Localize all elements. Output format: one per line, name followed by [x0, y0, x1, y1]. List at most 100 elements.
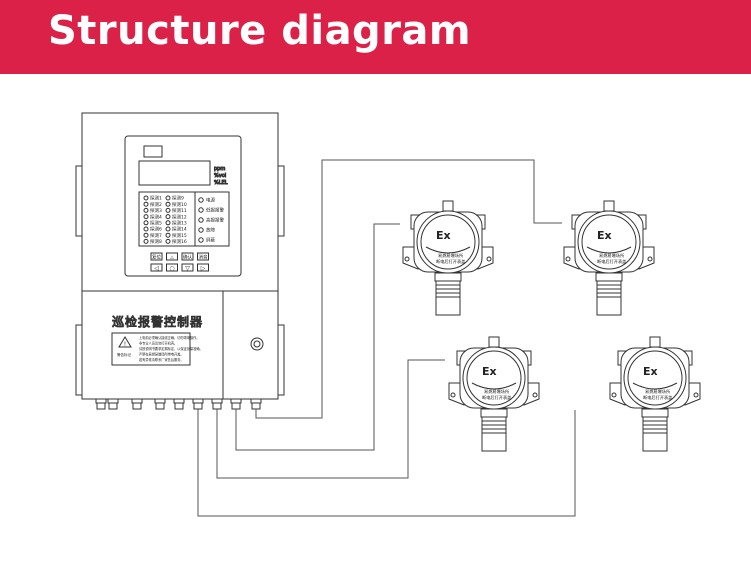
channel-led — [165, 201, 171, 207]
panel-buttons: 复位△确认消音◁○▽▷ — [150, 252, 209, 272]
warning-caption: 警告标记 — [117, 352, 131, 357]
panel-button[interactable] — [181, 252, 194, 261]
status-led — [198, 227, 204, 233]
lock-core — [253, 340, 261, 348]
nav-button[interactable] — [181, 263, 194, 272]
channel-label: 探测14 — [172, 226, 187, 233]
channel-label: 探测5 — [150, 220, 162, 227]
wire-to-detector-3 — [216, 359, 445, 479]
mount-hole-right — [532, 392, 538, 398]
detector-warning-line2: 断电后打开表盖 — [597, 258, 626, 265]
mount-hole-right — [693, 392, 699, 398]
product-label: 巡检报警控制器 — [112, 314, 203, 329]
sensor-collar — [434, 272, 462, 282]
exclamation-icon: ! — [124, 341, 126, 348]
warning-line: 若有异常请联系厂家售后服务。 — [139, 357, 184, 362]
panel-button-label: 确认 — [183, 254, 192, 261]
nav-button[interactable] — [197, 263, 209, 272]
top-plug — [603, 200, 615, 212]
channel-led — [165, 232, 171, 238]
sensor-collar — [480, 408, 508, 418]
indicator-window — [143, 145, 163, 158]
warning-line: 上电前必须确认接线正确，切勿带电操作。 — [139, 335, 200, 340]
detector-window — [581, 214, 637, 270]
cable-gland — [211, 398, 223, 410]
ex-mark: Ex — [597, 229, 612, 242]
nav-icon: ◁ — [154, 265, 159, 272]
detector-window — [420, 214, 476, 270]
status-label: 电源 — [206, 197, 215, 204]
panel-button[interactable] — [166, 252, 178, 261]
nav-icon: ○ — [169, 265, 174, 272]
channel-led — [143, 238, 149, 244]
wire-to-detector-2 — [255, 159, 562, 419]
panel-button[interactable] — [197, 252, 209, 261]
channel-label: 探测7 — [150, 232, 162, 239]
nav-icon: ▽ — [185, 265, 190, 272]
wire-to-detector-1 — [235, 223, 400, 451]
header-banner: Structure diagram — [0, 0, 751, 74]
cable-gland — [192, 398, 204, 410]
warning-text-lines: 上电前必须确认接线正确，切勿带电操作。非专业人员请勿打开机壳。请按说明书要求定期… — [139, 335, 203, 362]
cable-glands — [95, 398, 262, 410]
front-panel — [124, 135, 242, 277]
channel-label: 探测2 — [150, 201, 162, 208]
wiring — [197, 159, 576, 517]
detector-warning-line1: 易燃易爆场所 — [484, 388, 509, 395]
unit-lel: %LEL — [214, 180, 228, 186]
left-flange-bottom — [75, 324, 83, 396]
mount-hole-left — [450, 392, 456, 398]
channel-label: 探测16 — [172, 238, 187, 245]
warning-plate — [111, 332, 191, 366]
mount-hole-left — [611, 392, 617, 398]
cable-gland — [95, 398, 107, 410]
sensor-body — [435, 280, 461, 316]
nav-button[interactable] — [166, 263, 178, 272]
channel-led — [165, 214, 171, 220]
channel-led — [143, 226, 149, 232]
sensor-collar — [641, 408, 669, 418]
mount-hole-right — [486, 256, 492, 262]
status-led — [198, 207, 204, 213]
warning-line: 请按说明书要求定期标定，以保证测量准确。 — [139, 346, 203, 351]
status-label: 故障 — [206, 227, 215, 234]
panel-button-label: 复位 — [152, 254, 161, 261]
warning-triangle-icon — [118, 336, 132, 348]
nav-icon: ▷ — [201, 265, 206, 272]
right-flange-bottom — [277, 324, 285, 396]
detector-warning-line1: 易燃易爆场所 — [438, 252, 463, 259]
channel-led — [143, 195, 149, 201]
cover-arc — [586, 246, 632, 254]
channel-label: 探测15 — [172, 232, 187, 239]
sensor-body — [481, 416, 507, 452]
detectors: Ex易燃易爆场所断电后打开表盖Ex易燃易爆场所断电后打开表盖Ex易燃易爆场所断电… — [402, 200, 701, 452]
cable-gland — [107, 398, 119, 410]
panel-button[interactable] — [150, 252, 163, 261]
right-flange-top — [277, 165, 285, 237]
sensor-body — [596, 280, 622, 316]
channel-label: 探测12 — [172, 213, 187, 220]
ex-mark: Ex — [643, 365, 658, 378]
cable-gland — [250, 398, 262, 410]
top-plug — [488, 336, 500, 348]
channel-led — [165, 226, 171, 232]
channel-label: 探测9 — [172, 195, 184, 202]
detector-warning-line1: 易燃易爆场所 — [645, 388, 670, 395]
mount-hole-left — [565, 256, 571, 262]
controller-lower-body — [81, 290, 279, 400]
detector-window — [627, 350, 683, 406]
detector-warning-line2: 断电后打开表盖 — [643, 394, 672, 401]
status-label: 高报报警 — [206, 217, 224, 224]
ex-mark: Ex — [436, 229, 451, 242]
cable-gland — [230, 398, 242, 410]
sensor-body — [642, 416, 668, 452]
ex-mark: Ex — [482, 365, 497, 378]
nav-button[interactable] — [150, 263, 163, 272]
detector-window — [466, 350, 522, 406]
channel-led — [143, 214, 149, 220]
